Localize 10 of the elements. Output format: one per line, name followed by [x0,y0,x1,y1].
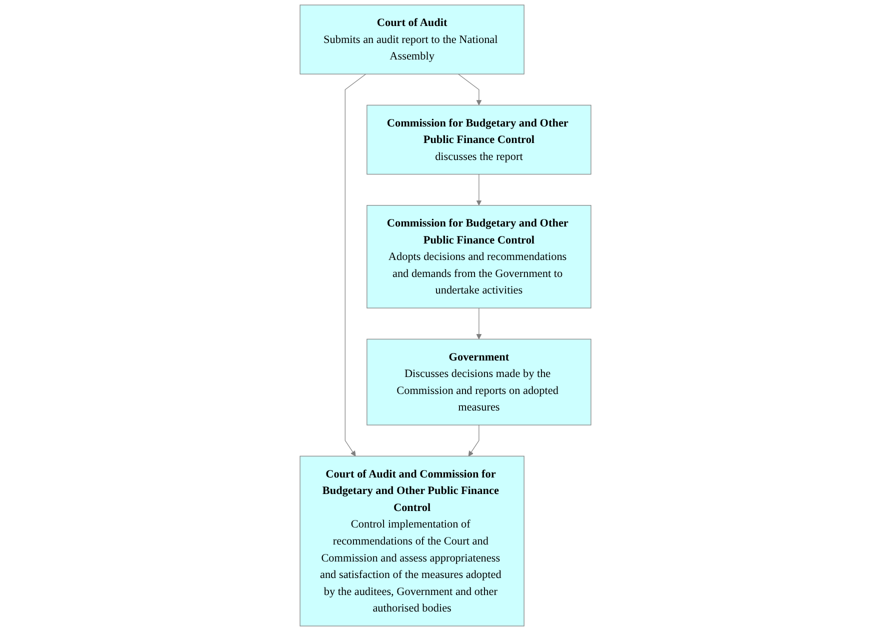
arrow [468,424,480,456]
arrow [458,74,482,106]
arrow [476,308,482,340]
node-box: Court of Audit and Commission for Budgetary and Other Public Finance Control Control implementation of recommendations of the Court and Commission and assess appropriateness and satisfaction of the measures adopted by the auditees, Government and other authorised bodies [300,456,524,626]
node-box: Commission for Budgetary and Other Public Finance Control Adopts decisions and recommendations and demands from the Government to undertake activities [366,205,592,308]
node-box: Commission for Budgetary and Other Public Finance Control discusses the report [366,104,592,175]
node-box: Court of Audit Submits an audit report to the National Assembly [300,4,524,74]
arrow [344,74,366,456]
node-box: Government Discusses decisions made by the Commission and reports on adopted measures [366,338,592,426]
arrow [476,174,482,206]
